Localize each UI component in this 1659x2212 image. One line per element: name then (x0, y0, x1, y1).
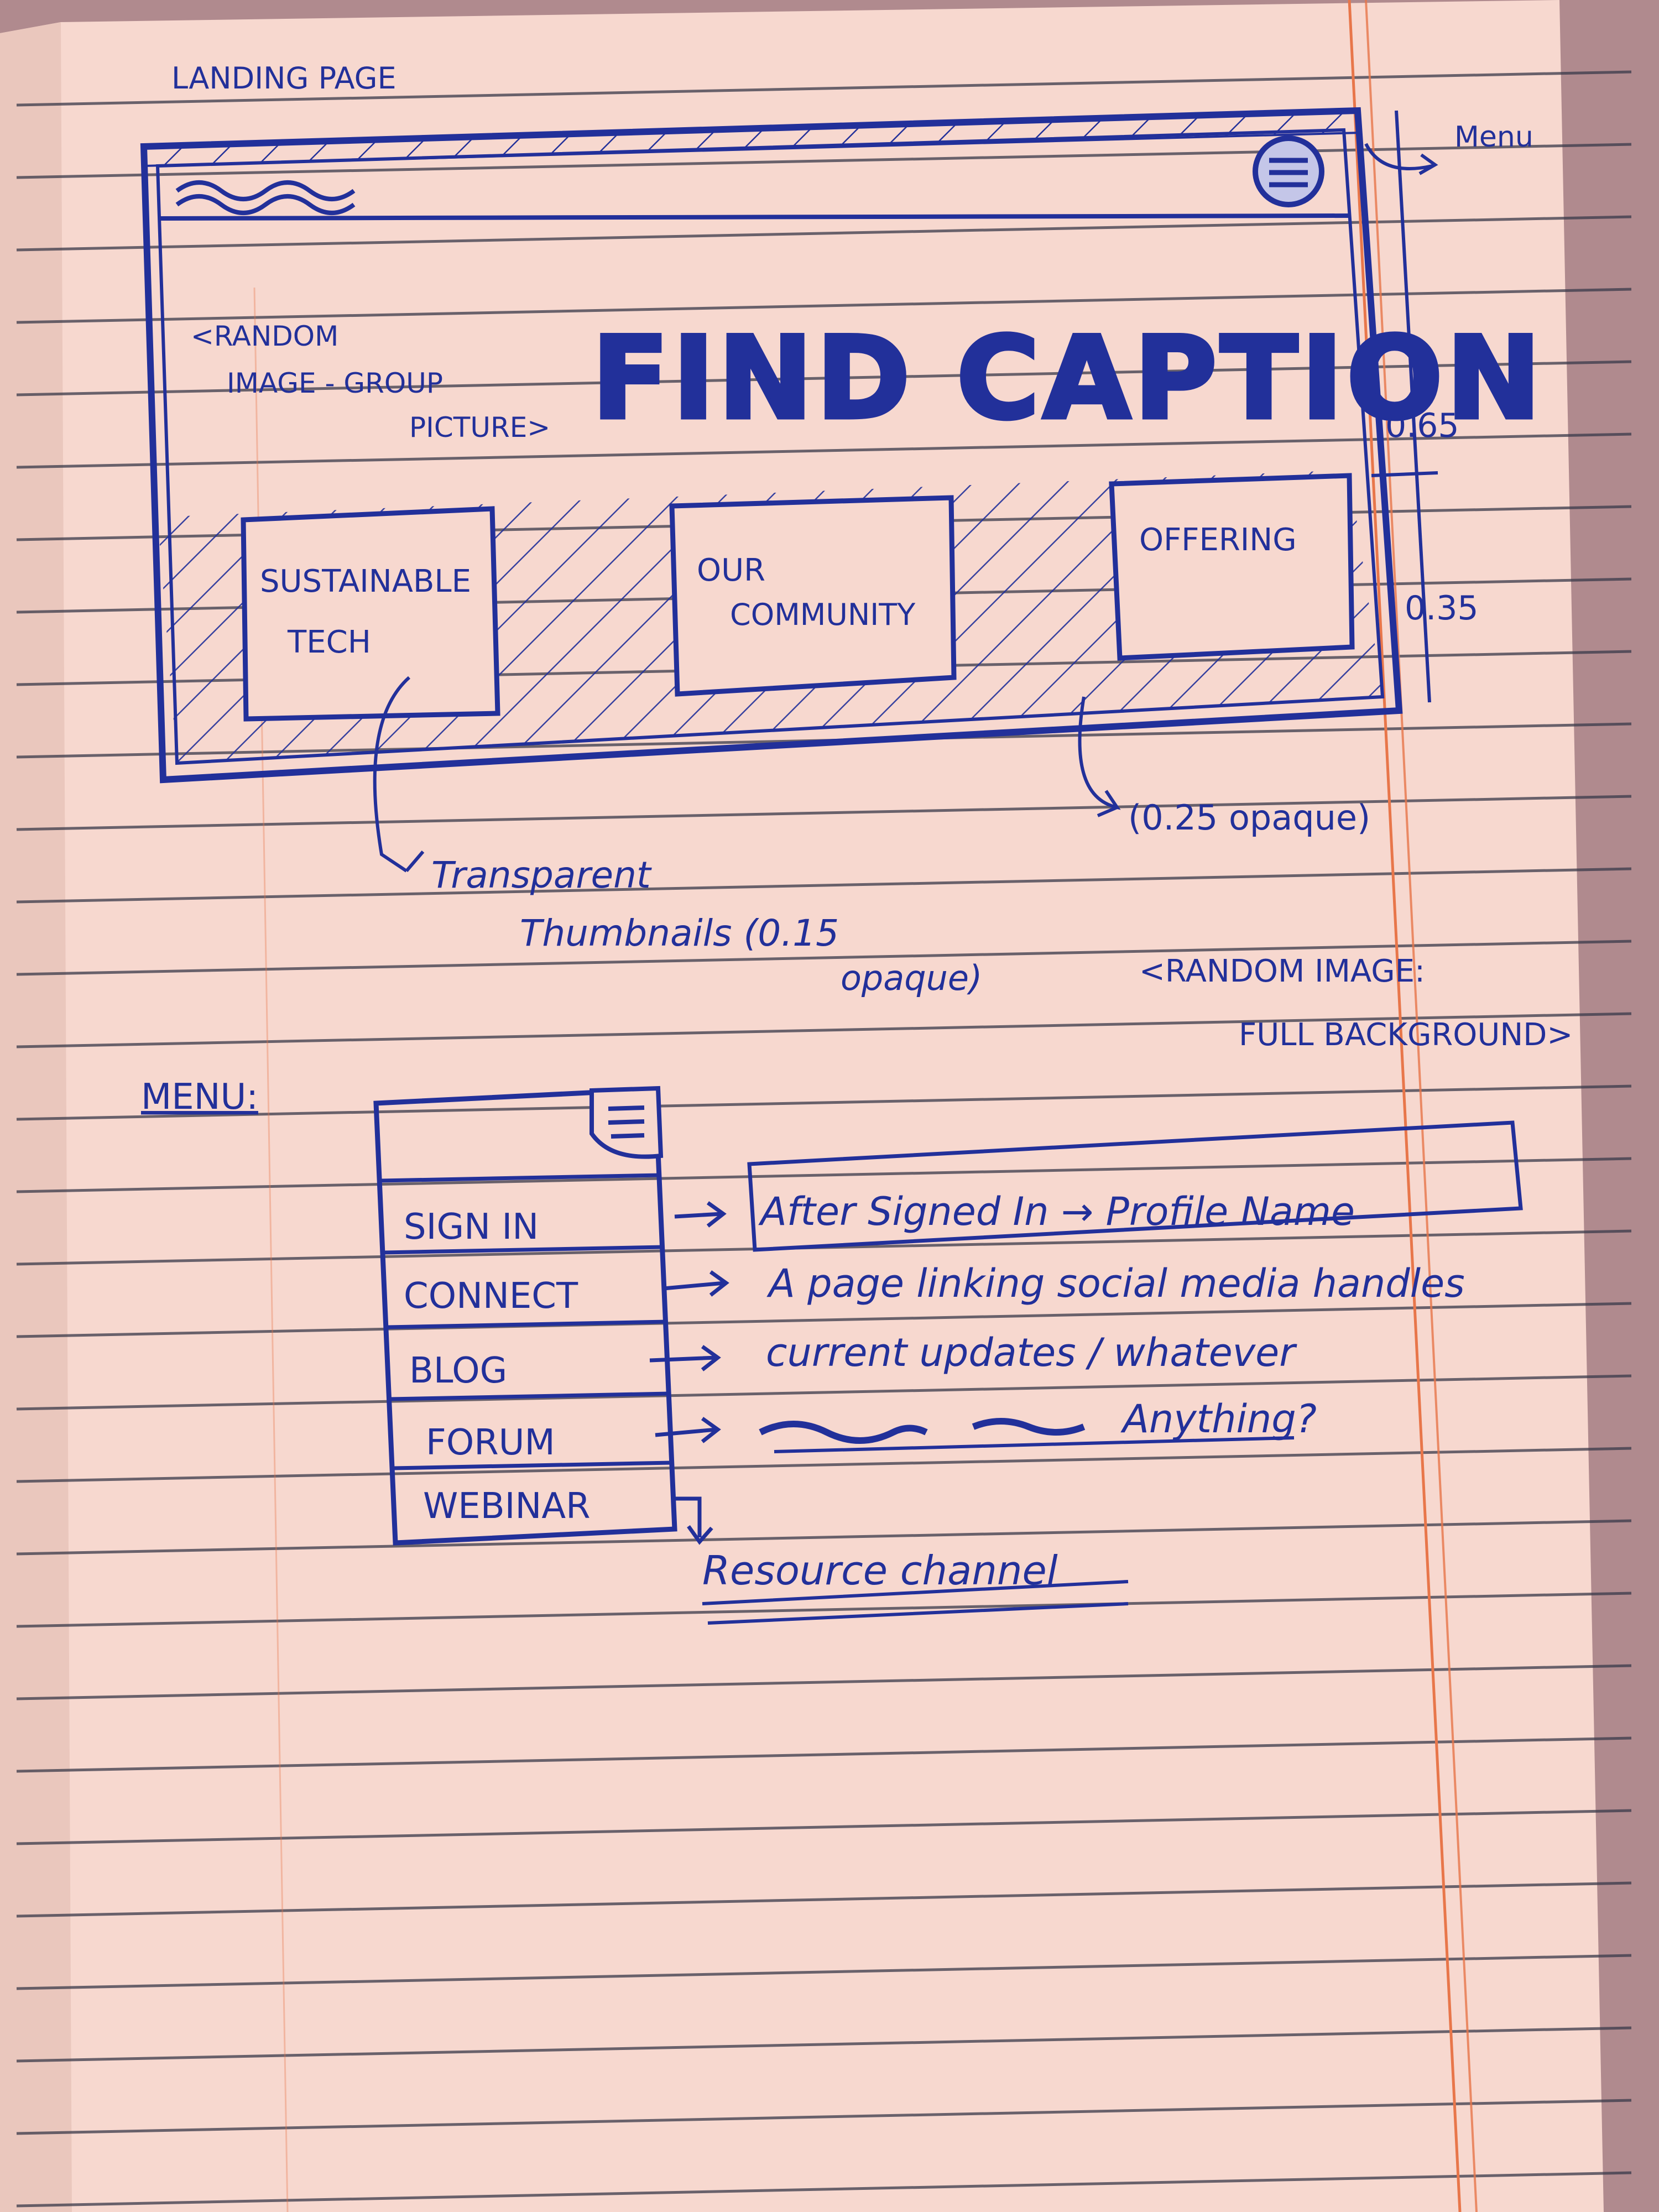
rule-line (16, 1374, 1632, 1411)
hero-title: FIND CAPTION (592, 313, 1545, 445)
menu-arrows (649, 1201, 729, 1545)
hero-note-line3: PICTURE> (409, 411, 550, 444)
menu-heading: MENU: (141, 1077, 258, 1118)
rule-line (16, 940, 1632, 976)
rule-line (16, 1447, 1632, 1483)
resource-note-underline (702, 1580, 1129, 1625)
thumbnail-title-line2: TECH (287, 624, 371, 660)
menu-item-forum[interactable]: FORUM (426, 1422, 555, 1463)
frame-top-hatch (142, 109, 1361, 168)
menu-section: MENU: SIGN IN CONNECT BLOG FORUM WEBINAR (141, 1077, 1523, 1625)
rule-line (16, 1954, 1632, 1990)
rule-line (16, 2026, 1632, 2063)
page-left-edge (0, 22, 72, 2212)
rule-line (16, 1084, 1632, 1121)
hero-note-line2: IMAGE - GROUP (227, 367, 443, 399)
ratio-bottom-label: 0.35 (1405, 589, 1479, 628)
rule-line (16, 288, 1632, 324)
forum-note-underline (774, 1436, 1295, 1453)
rule-line (16, 1809, 1632, 1845)
thumb-note-line2: Thumbnails (0.15 (520, 912, 839, 954)
thumbnail-title-line2: COMMUNITY (730, 597, 916, 632)
rule-line (16, 1736, 1632, 1773)
thumbnail-our-community[interactable]: OUR COMMUNITY (669, 495, 957, 697)
menu-note-connect: A page linking social media handles (766, 1261, 1465, 1306)
menu-callout-arrow (1364, 143, 1438, 175)
margin-line-2 (1365, 0, 1478, 2212)
hamburger-icon (608, 1105, 645, 1139)
thumbnail-title-line1: SUSTAINABLE (260, 564, 471, 599)
menu-note-sign-in: After Signed In → Profile Name (758, 1189, 1355, 1234)
rule-line (16, 1592, 1632, 1628)
hero-note-line1: <RANDOM (191, 320, 338, 352)
thumbnail-title-line1: OUR (697, 552, 765, 588)
menu-item-connect[interactable]: CONNECT (404, 1276, 578, 1317)
menu-callout-label: Menu (1454, 121, 1533, 154)
menu-note-blog: current updates / whatever (766, 1330, 1297, 1375)
rule-line (16, 1157, 1632, 1193)
opacity-note-arrow (1078, 696, 1121, 817)
menu-item-webinar[interactable]: WEBINAR (423, 1486, 591, 1527)
rule-line (16, 70, 1632, 107)
thumb-note-line3: opaque) (841, 958, 982, 998)
page-heading: LANDING PAGE (171, 61, 397, 96)
opacity-note: (0.25 opaque) (1128, 797, 1370, 838)
margin-line (1348, 0, 1462, 2212)
rule-line (16, 1302, 1632, 1338)
background-note-line2: FULL BACKGROUND> (1239, 1017, 1573, 1053)
menu-note-forum: Anything? (1120, 1396, 1317, 1442)
thumb-note-arrow (373, 676, 425, 873)
rule-line (16, 360, 1632, 397)
thumbnail-offering[interactable]: OFFERING (1109, 473, 1355, 661)
rule-line (16, 1012, 1632, 1048)
scribbled-out-text (175, 180, 356, 215)
rule-line (16, 1664, 1632, 1700)
rule-line (16, 1519, 1632, 1556)
hamburger-icon (1269, 158, 1308, 187)
scribbled-out-words (759, 1418, 1086, 1444)
ratio-dimension-line (1395, 110, 1431, 703)
menu-separators (381, 1173, 672, 1470)
menu-item-blog[interactable]: BLOG (409, 1350, 507, 1391)
background-note-line1: <RANDOM IMAGE: (1139, 953, 1425, 989)
ratio-divider-tick (1371, 471, 1438, 477)
thumbnail-title-line1: OFFERING (1139, 522, 1297, 558)
header-underline (160, 213, 1350, 221)
rule-line (16, 867, 1632, 904)
landing-wireframe: Menu <RANDOM IMAGE - GROUP PICTURE> FIND… (140, 107, 1573, 1053)
menu-note-webinar: Resource channel (702, 1547, 1058, 1594)
rule-line (16, 795, 1632, 831)
thumb-note-line1: Transparent (431, 854, 652, 896)
rule-line (16, 432, 1632, 469)
sign-in-note-box (747, 1120, 1523, 1252)
rule-line (16, 2099, 1632, 2135)
rule-line (16, 1881, 1632, 1918)
thumbnail-sustainable-tech[interactable]: SUSTAINABLE TECH (241, 506, 500, 722)
rule-line (16, 2171, 1632, 2208)
menu-dropdown-box (373, 1087, 677, 1546)
ratio-top-label: 0.65 (1385, 406, 1459, 445)
menu-item-sign-in[interactable]: SIGN IN (404, 1207, 539, 1248)
